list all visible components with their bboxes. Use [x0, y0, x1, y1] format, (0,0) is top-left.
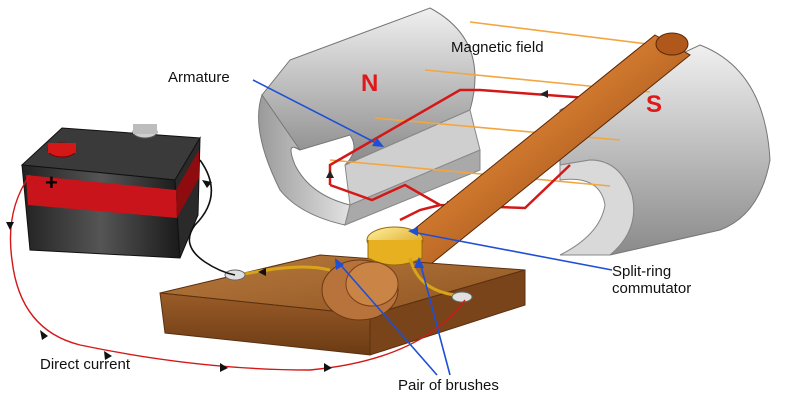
- armature-axle: [344, 32, 691, 306]
- magnetic-field-label: Magnetic field: [451, 39, 544, 56]
- split-ring-commutator: [366, 226, 424, 266]
- south-pole-label: S: [646, 91, 663, 118]
- north-magnet: [258, 7, 481, 226]
- current-direction-arrows: [6, 180, 332, 372]
- battery: [20, 124, 201, 259]
- armature-label: Armature: [168, 69, 230, 86]
- south-magnet: [559, 44, 771, 256]
- brushes-label: Pair of brushes: [398, 377, 499, 394]
- carbon-brush-cylinder: [321, 259, 399, 321]
- direct-current-label: Direct current: [40, 356, 131, 373]
- label-pointers: [252, 79, 613, 376]
- commutator-label: Split-ring commutator: [612, 263, 692, 298]
- battery-positive-symbol: +: [45, 170, 58, 195]
- terminals: [224, 269, 473, 303]
- circuit-wire-black: [188, 159, 236, 276]
- pointer-arrowheads: [335, 138, 424, 270]
- circuit-wire: [9, 174, 466, 371]
- north-pole-label: N: [361, 70, 379, 97]
